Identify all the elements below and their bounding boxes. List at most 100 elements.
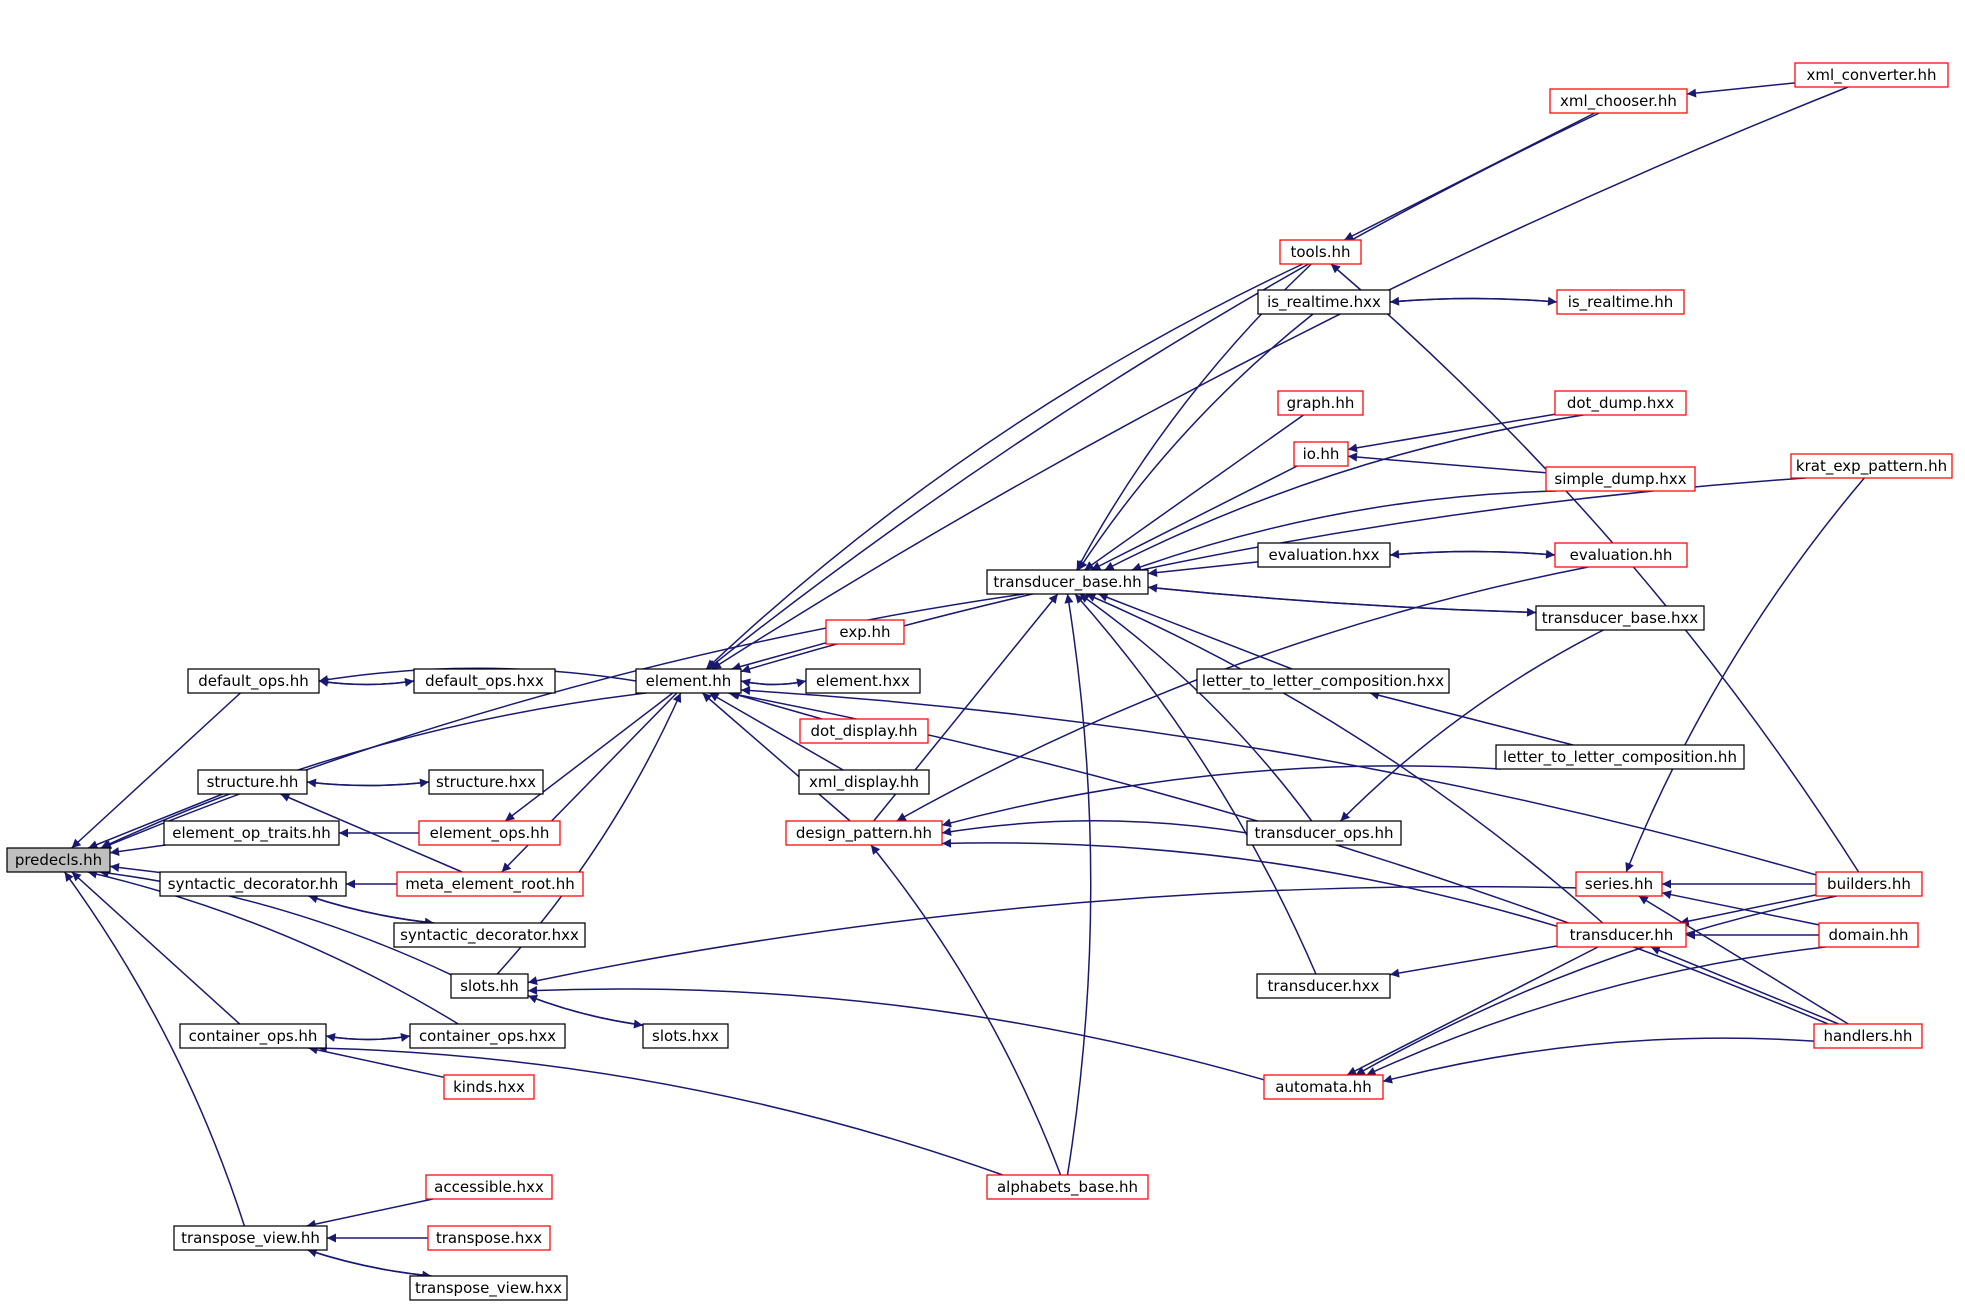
node-box[interactable] [1257,542,1391,568]
node-box[interactable] [187,668,320,694]
node-box[interactable] [642,1023,729,1049]
node-element-ops-hh[interactable]: element_ops.hh [418,820,561,846]
node-box[interactable] [418,820,561,846]
node-series-hh[interactable]: series.hh [1575,871,1663,897]
node-structure-hh[interactable]: structure.hh [197,769,308,795]
node-meta-element-root-hh[interactable]: meta_element_root.hh [396,871,584,897]
node-box[interactable] [1256,973,1391,999]
node-simple-dump-hxx[interactable]: simple_dump.hxx [1545,466,1696,492]
node-box[interactable] [1277,390,1364,416]
node-structure-hxx[interactable]: structure.hxx [428,769,544,795]
node-handlers-hh[interactable]: handlers.hh [1813,1023,1923,1049]
node-exp-hh[interactable]: exp.hh [825,619,905,645]
node-container-ops-hxx[interactable]: container_ops.hxx [409,1023,566,1049]
node-box[interactable] [159,871,347,897]
node-transducer-base-hh[interactable]: transducer_base.hh [986,569,1149,595]
node-ltl-composition-hh[interactable]: letter_to_letter_composition.hh [1495,744,1745,770]
node-box[interactable] [1556,922,1687,948]
node-syntactic-decorator-hh[interactable]: syntactic_decorator.hh [159,871,347,897]
node-box[interactable] [1257,289,1391,315]
node-transducer-ops-hh[interactable]: transducer_ops.hh [1246,820,1402,846]
node-accessible-hxx[interactable]: accessible.hxx [425,1174,553,1200]
node-element-hxx[interactable]: element.hxx [805,668,921,694]
node-box[interactable] [1549,88,1688,114]
node-box[interactable] [396,871,584,897]
node-design-pattern-hh[interactable]: design_pattern.hh [785,820,943,846]
node-kinds-hxx[interactable]: kinds.hxx [443,1074,535,1100]
node-box[interactable] [450,973,529,999]
node-builders-hh[interactable]: builders.hh [1815,871,1923,897]
node-automata-hh[interactable]: automata.hh [1263,1074,1384,1100]
node-box[interactable] [1495,744,1745,770]
node-evaluation-hxx[interactable]: evaluation.hxx [1257,542,1391,568]
node-transducer-base-hxx[interactable]: transducer_base.hxx [1535,605,1705,631]
node-transducer-hh[interactable]: transducer.hh [1556,922,1687,948]
node-tools-hh[interactable]: tools.hh [1279,239,1362,265]
node-box[interactable] [805,668,921,694]
node-box[interactable] [428,769,544,795]
node-box[interactable] [1554,390,1687,416]
node-box[interactable] [1815,871,1923,897]
node-default-ops-hxx[interactable]: default_ops.hxx [413,668,556,694]
node-element-op-traits-hh[interactable]: element_op_traits.hh [163,820,340,846]
node-box[interactable] [798,769,930,795]
node-box[interactable] [799,718,929,744]
node-krat-exp-pattern-hh[interactable]: krat_exp_pattern.hh [1790,453,1953,479]
node-transpose-hxx[interactable]: transpose.hxx [427,1225,551,1251]
node-box[interactable] [986,1174,1149,1200]
node-io-hh[interactable]: io.hh [1293,441,1349,467]
node-is-realtime-hxx[interactable]: is_realtime.hxx [1257,289,1391,315]
node-xml-converter-hh[interactable]: xml_converter.hh [1794,62,1949,88]
node-box[interactable] [1790,453,1953,479]
node-box[interactable] [173,1225,328,1251]
node-box[interactable] [1279,239,1362,265]
node-box[interactable] [179,1023,327,1049]
node-element-hh[interactable]: element.hh [635,668,742,694]
node-box[interactable] [409,1023,566,1049]
node-box[interactable] [413,668,556,694]
node-box[interactable] [409,1275,568,1301]
node-container-ops-hh[interactable]: container_ops.hh [179,1023,327,1049]
node-evaluation-hh[interactable]: evaluation.hh [1554,542,1688,568]
node-box[interactable] [163,820,340,846]
node-predecls-hh[interactable]: predecls.hh [6,847,111,873]
node-box[interactable] [197,769,308,795]
node-transpose-view-hh[interactable]: transpose_view.hh [173,1225,328,1251]
node-box[interactable] [1556,289,1685,315]
node-box[interactable] [443,1074,535,1100]
node-xml-display-hh[interactable]: xml_display.hh [798,769,930,795]
node-transducer-hxx[interactable]: transducer.hxx [1256,973,1391,999]
node-box[interactable] [1818,922,1919,948]
node-default-ops-hh[interactable]: default_ops.hh [187,668,320,694]
node-alphabets-base-hh[interactable]: alphabets_base.hh [986,1174,1149,1200]
node-transpose-view-hxx[interactable]: transpose_view.hxx [409,1275,568,1301]
node-box[interactable] [1246,820,1402,846]
node-ltl-composition-hxx[interactable]: letter_to_letter_composition.hxx [1196,668,1450,694]
node-box[interactable] [6,847,111,873]
node-graph-hh[interactable]: graph.hh [1277,390,1364,416]
node-box[interactable] [1263,1074,1384,1100]
node-box[interactable] [425,1174,553,1200]
node-is-realtime-hh[interactable]: is_realtime.hh [1556,289,1685,315]
node-box[interactable] [986,569,1149,595]
node-box[interactable] [427,1225,551,1251]
node-box[interactable] [1554,542,1688,568]
node-box[interactable] [1545,466,1696,492]
node-box[interactable] [1535,605,1705,631]
node-domain-hh[interactable]: domain.hh [1818,922,1919,948]
node-box[interactable] [1794,62,1949,88]
node-syntactic-decorator-hxx[interactable]: syntactic_decorator.hxx [393,922,586,948]
node-slots-hh[interactable]: slots.hh [450,973,529,999]
node-xml-chooser-hh[interactable]: xml_chooser.hh [1549,88,1688,114]
node-box[interactable] [635,668,742,694]
node-box[interactable] [785,820,943,846]
node-box[interactable] [1293,441,1349,467]
node-box[interactable] [1813,1023,1923,1049]
node-box[interactable] [1575,871,1663,897]
node-box[interactable] [1196,668,1450,694]
node-dot-dump-hxx[interactable]: dot_dump.hxx [1554,390,1687,416]
node-dot-display-hh[interactable]: dot_display.hh [799,718,929,744]
node-box[interactable] [393,922,586,948]
node-box[interactable] [825,619,905,645]
node-slots-hxx[interactable]: slots.hxx [642,1023,729,1049]
